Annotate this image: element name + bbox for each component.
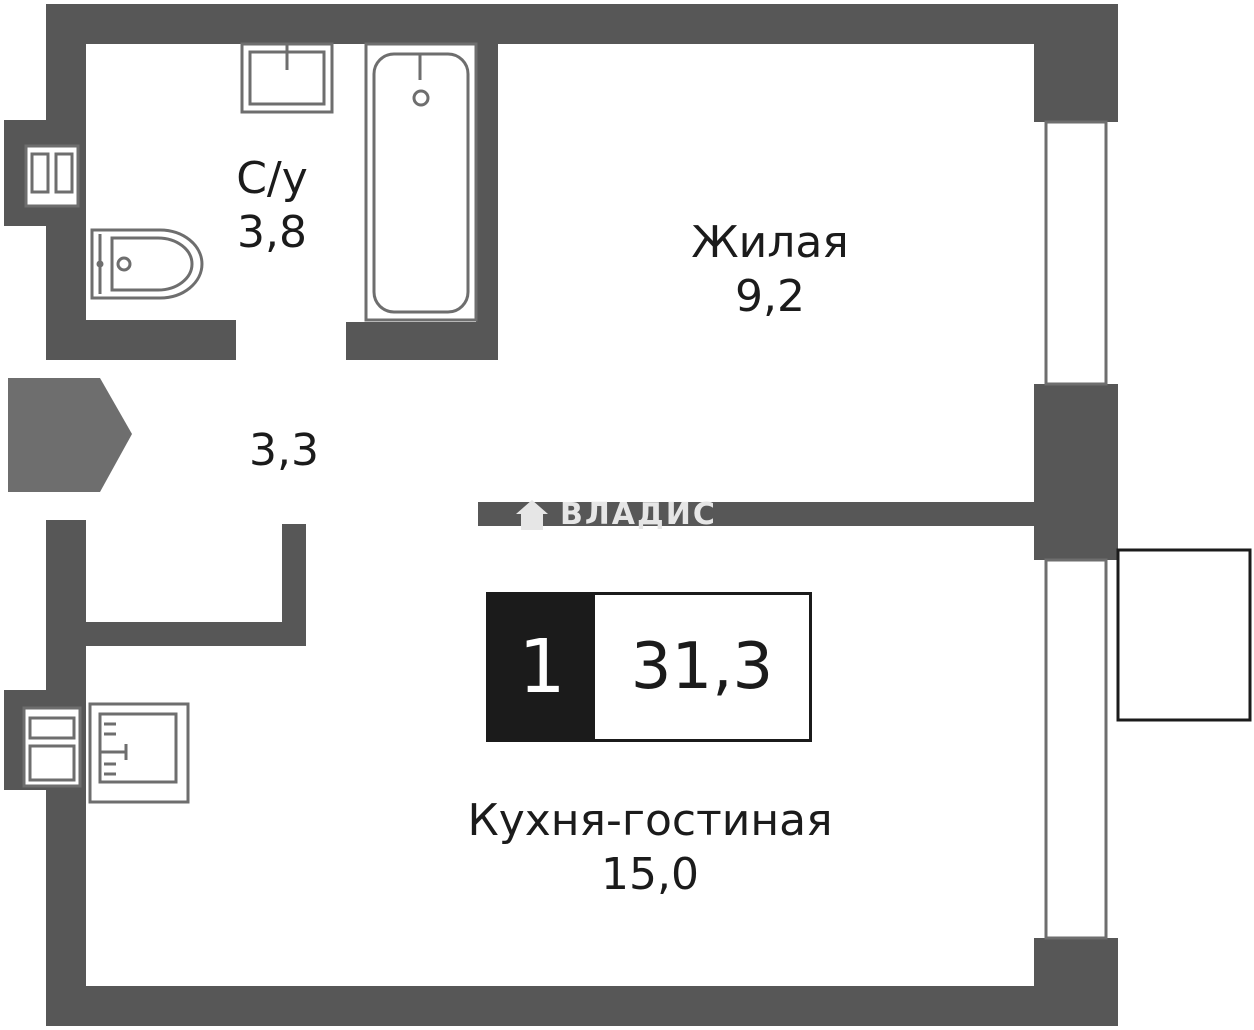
toilet (90, 228, 204, 300)
window-kitchen (1044, 558, 1108, 940)
wall-right-mid (1034, 384, 1118, 560)
room-label-hall: 3,3 (222, 424, 346, 478)
room-name: Жилая (691, 217, 849, 268)
room-area: 3,3 (249, 425, 319, 476)
entrance-arrow (8, 378, 132, 492)
room-area: 15,0 (601, 848, 699, 900)
vent-upper (24, 144, 80, 208)
room-label-living: Жилая 9,2 (650, 216, 890, 323)
room-name: С/у (236, 153, 308, 204)
apartment-summary-badge: 1 31,3 (486, 592, 812, 742)
kitchen-sink (88, 702, 190, 804)
vent-lower (22, 706, 82, 788)
room-count: 1 (489, 595, 595, 739)
windows (1044, 120, 1108, 940)
wall-right-upper (1034, 4, 1118, 122)
wall-closet-right (282, 524, 306, 646)
wall-bath-bottom-left (46, 320, 236, 360)
wall-bath-living (476, 4, 498, 360)
watermark-text: ВЛАДИС (560, 496, 717, 532)
window-living (1044, 120, 1108, 386)
wall-left-upper (46, 4, 86, 120)
balcony (1116, 548, 1252, 722)
room-label-kitchen-living: Кухня-гостиная 15,0 (400, 794, 900, 901)
walls (4, 4, 1118, 1026)
wall-left-lower (46, 520, 86, 690)
house-icon (516, 500, 548, 530)
total-area: 31,3 (630, 630, 774, 704)
wall-closet-bottom (46, 622, 306, 646)
room-label-bathroom: С/у 3,8 (210, 152, 334, 259)
wall-living-kitchen (478, 502, 1034, 526)
room-name: Кухня-гостиная (467, 795, 833, 846)
wall-bottom (46, 986, 1118, 1026)
room-area: 9,2 (735, 270, 805, 322)
watermark: ВЛАДИС (512, 496, 717, 532)
bathtub (364, 42, 478, 322)
room-area: 3,8 (237, 206, 307, 258)
wall-bath-bottom-right (346, 322, 498, 360)
wall-left-bottom-step (46, 790, 66, 830)
bathroom-sink (240, 42, 334, 114)
wall-top (46, 4, 1118, 44)
